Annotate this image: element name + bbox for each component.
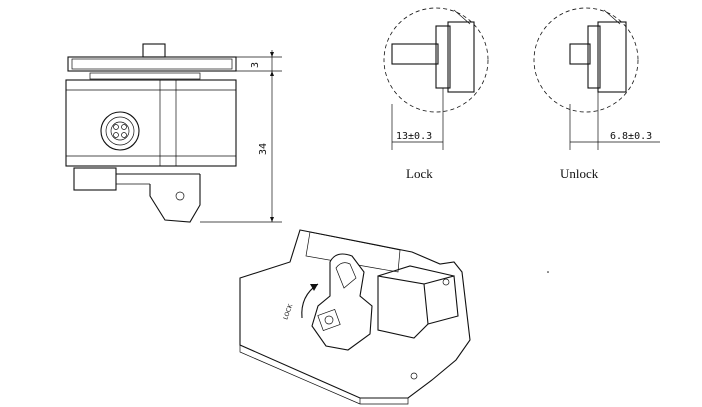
lock-caption: Lock <box>406 166 433 181</box>
unlock-detail: 6.8±0.3 Unlock <box>533 7 660 181</box>
unlock-caption: Unlock <box>560 166 599 181</box>
unlock-dimension: 6.8±0.3 <box>610 131 652 142</box>
dim-height-label: 34 <box>258 143 269 155</box>
side-view: 3 34 <box>65 43 282 223</box>
isometric-view: LOCK <box>239 229 549 405</box>
lock-detail: 13±0.3 Lock <box>383 7 489 181</box>
dim-top-label: 3 <box>250 62 261 68</box>
lock-dimension: 13±0.3 <box>396 131 432 142</box>
